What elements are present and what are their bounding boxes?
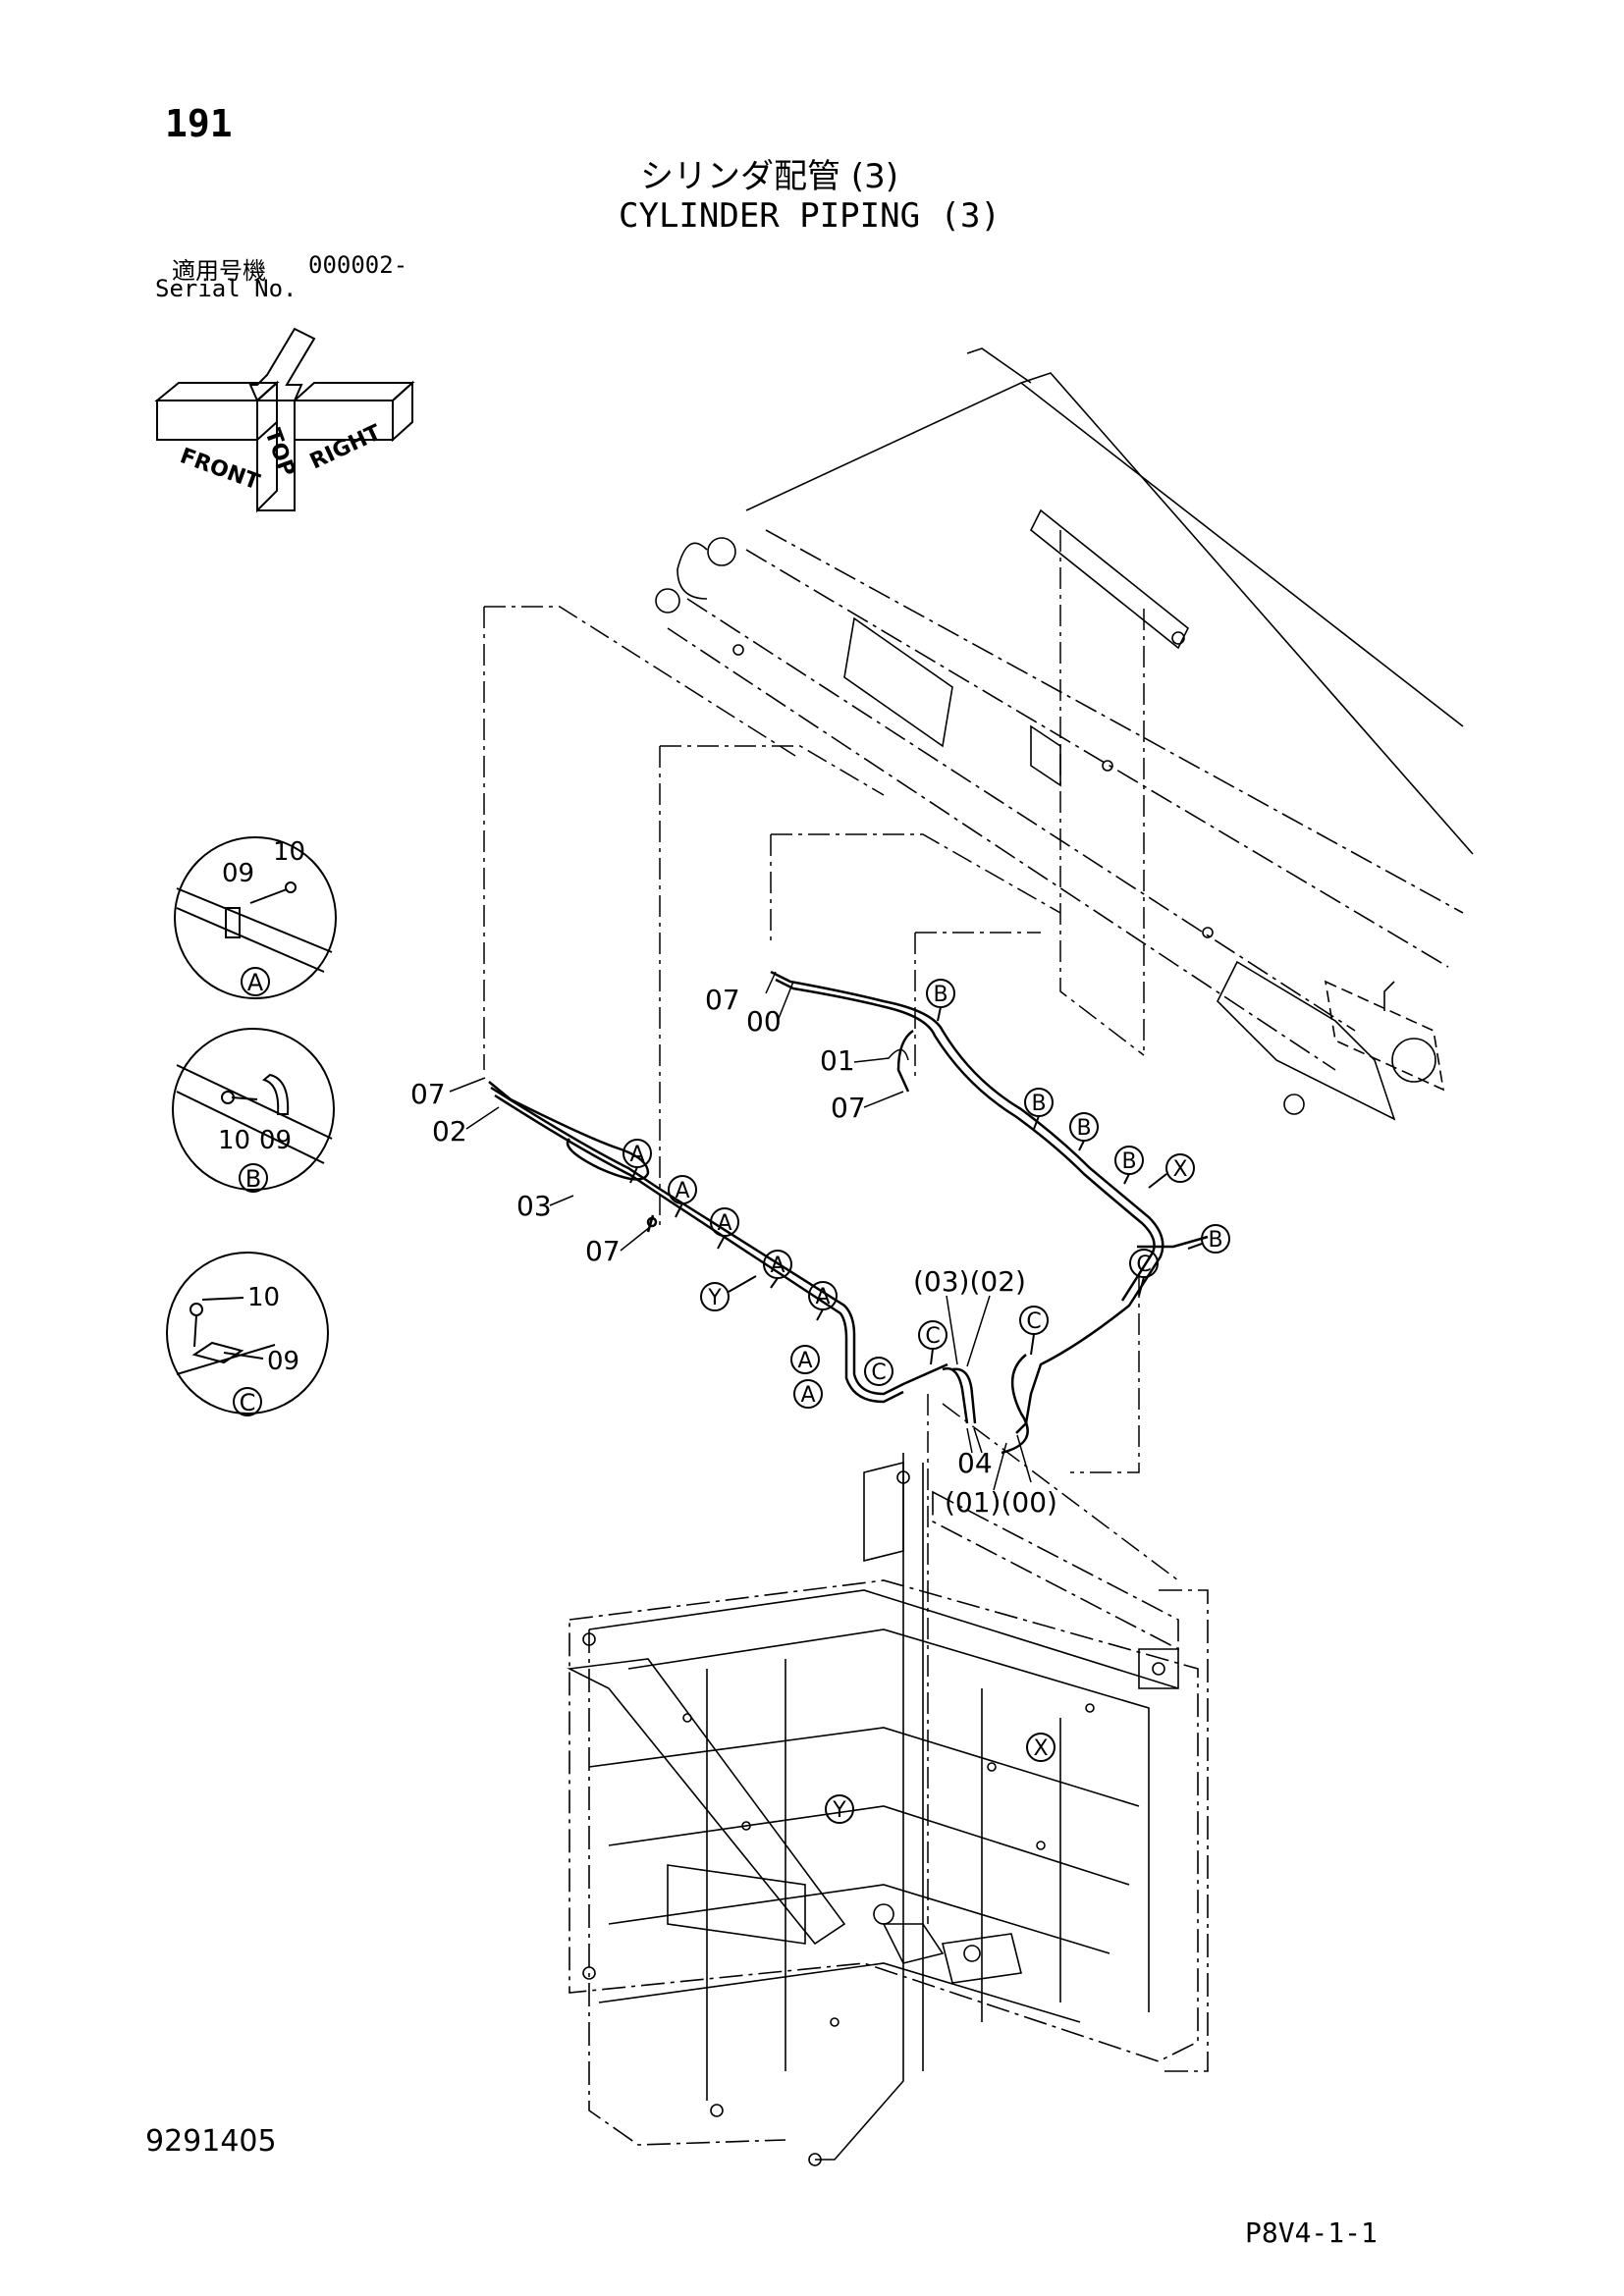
marker-a-3: A	[717, 1211, 731, 1236]
title-japanese: シリンダ配管 (3)	[640, 157, 898, 196]
detail-a-label-09: 09	[222, 859, 254, 888]
callout-00-upper: 00	[746, 1005, 782, 1038]
marker-c-4: C	[1136, 1253, 1151, 1277]
hose-route-left	[488, 1081, 948, 1404]
callout-03-02: (03)(02)	[913, 1265, 1026, 1298]
callout-01-00: (01)(00)	[945, 1486, 1057, 1519]
marker-y-2: Y	[832, 1798, 846, 1823]
phantom-guide-lines	[483, 530, 1179, 1924]
orientation-label-top: TOP	[259, 426, 299, 480]
detail-view-c	[166, 1252, 329, 1416]
detail-b-label-09: 09	[259, 1126, 292, 1155]
marker-b-3: B	[1076, 1116, 1091, 1141]
marker-a-5: A	[815, 1285, 830, 1309]
orientation-indicator: FRONT TOP RIGHT	[154, 327, 415, 513]
marker-b-2: B	[1031, 1092, 1046, 1116]
marker-c-1: C	[871, 1361, 886, 1385]
marker-b-1: B	[933, 983, 947, 1007]
callout-07-lower: 07	[585, 1235, 621, 1267]
detail-b-letter: B	[245, 1165, 261, 1193]
orientation-label-front: FRONT	[177, 444, 263, 495]
detail-a-letter: A	[247, 969, 264, 996]
marker-a-4: A	[770, 1254, 785, 1278]
callout-04: 04	[957, 1447, 993, 1479]
marker-b-5: B	[1208, 1228, 1222, 1253]
clamp-markers	[623, 979, 1230, 1824]
callout-01: 01	[820, 1044, 855, 1077]
page-number: 191	[165, 102, 233, 145]
marker-y-1: Y	[707, 1286, 722, 1310]
machine-frame	[567, 1453, 1209, 2166]
marker-c-2: C	[925, 1324, 940, 1349]
marker-x-1: X	[1172, 1157, 1187, 1182]
marker-a-6: A	[797, 1349, 812, 1373]
serial-label-jp: 適用号機	[172, 257, 266, 285]
detail-c-label-09: 09	[267, 1347, 299, 1376]
marker-b-4: B	[1121, 1149, 1136, 1174]
callout-02: 02	[432, 1115, 467, 1148]
detail-c-label-10: 10	[247, 1283, 280, 1312]
marker-c-3: C	[1026, 1309, 1041, 1334]
serial-label-en: Serial No.	[155, 275, 298, 302]
serial-value: 000002-	[308, 251, 408, 279]
detail-view-b	[172, 1028, 335, 1193]
detail-a-label-10: 10	[273, 837, 305, 867]
detail-c-letter: C	[240, 1389, 256, 1416]
title-english: CYLINDER PIPING (3)	[619, 196, 1001, 236]
callout-07-mid: 07	[831, 1092, 866, 1124]
reference-code: P8V4-1-1	[1245, 2216, 1378, 2249]
orientation-label-right: RIGHT	[306, 420, 385, 474]
marker-x-2: X	[1033, 1736, 1048, 1761]
callout-07-left: 07	[410, 1078, 446, 1110]
callout-03: 03	[516, 1190, 552, 1222]
callout-07-upper: 07	[705, 984, 740, 1016]
marker-a-1: A	[629, 1143, 644, 1167]
detail-b-label-10: 10	[218, 1126, 250, 1155]
marker-a-2: A	[675, 1179, 689, 1203]
document-number: 9291405	[145, 2124, 277, 2159]
boom-structure	[655, 347, 1474, 1121]
detail-view-a	[174, 836, 337, 999]
marker-a-7: A	[800, 1383, 815, 1408]
